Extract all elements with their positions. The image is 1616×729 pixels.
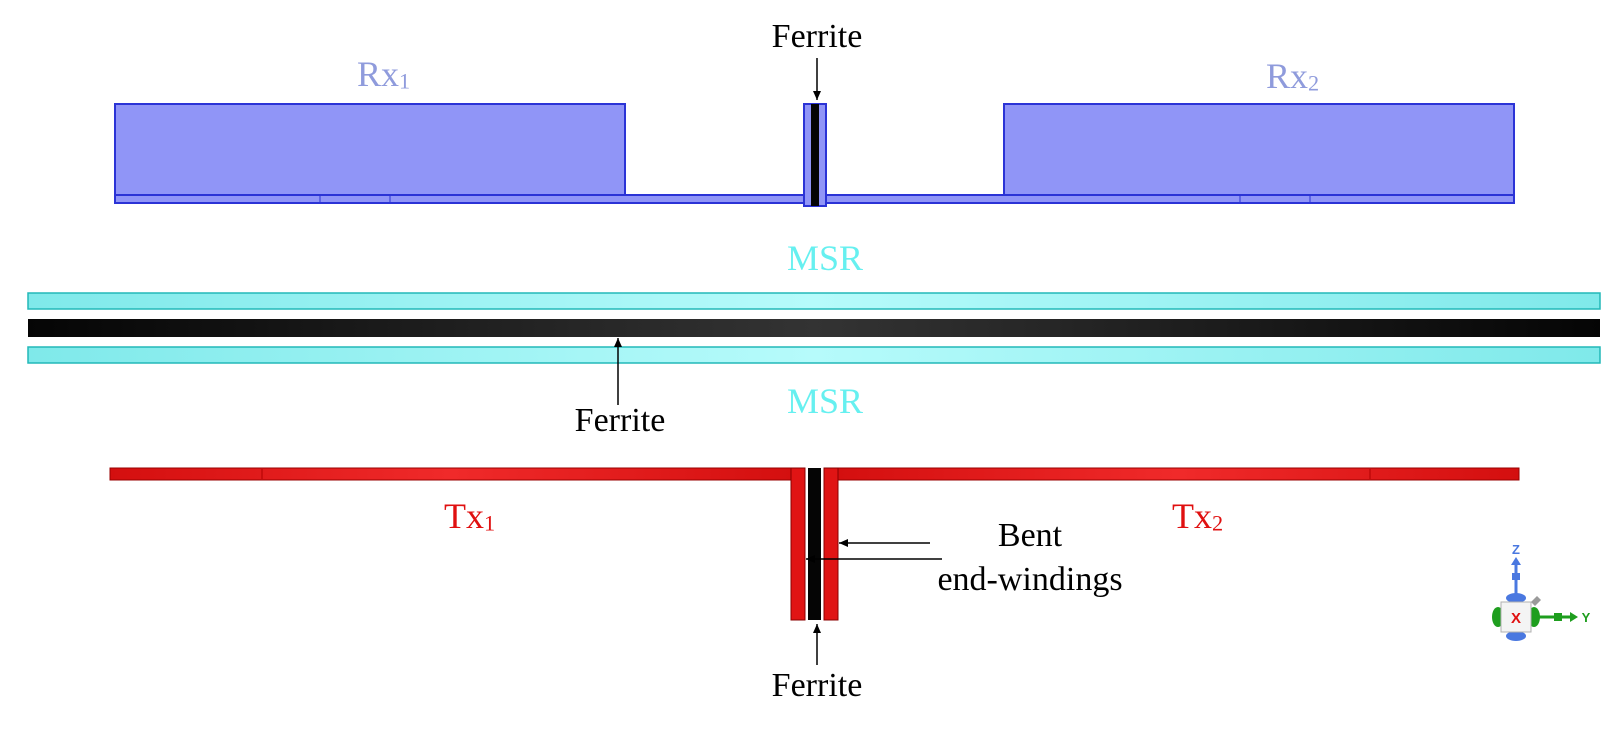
z-axis-label: Z xyxy=(1512,542,1520,557)
msr-bottom-label: MSR xyxy=(786,381,864,421)
rx1-coil xyxy=(114,103,816,204)
tx-ferrite-bar xyxy=(808,468,821,620)
tx-coils xyxy=(109,467,1520,621)
z-axis-arrowhead xyxy=(1511,557,1521,565)
z-axis-rotate-top-handle[interactable] xyxy=(1506,593,1526,603)
tx1-label-sub: 1 xyxy=(484,510,496,536)
x-axis-label: X xyxy=(1511,610,1521,627)
y-axis-label: Y xyxy=(1582,610,1591,625)
rx2-label-sub: 2 xyxy=(1308,70,1320,96)
tx1-label: Tx1 xyxy=(444,498,495,535)
rx2-label: Rx2 xyxy=(1266,58,1319,95)
bent-end-windings-label-line1: Bent xyxy=(997,517,1063,554)
view-cube-face[interactable] xyxy=(1500,601,1532,633)
tx2-label: Tx2 xyxy=(1172,498,1223,535)
rx1-label: Rx1 xyxy=(357,56,410,93)
axis-triad: X Z Y xyxy=(1492,542,1591,641)
msr-plate-top xyxy=(27,292,1601,310)
rx2-base-plate xyxy=(821,194,1515,204)
tx1-bent-end-winding xyxy=(790,467,806,621)
z-axis-marker xyxy=(1512,573,1520,580)
tx1-winding-plate xyxy=(109,467,792,481)
ferrite-plate xyxy=(28,319,1600,337)
tx2-label-base: Tx xyxy=(1172,496,1212,536)
rx2-winding-block xyxy=(1003,103,1515,198)
bent-end-windings-label-line2: end-windings xyxy=(937,561,1123,598)
tx2-bent-end-winding xyxy=(823,467,839,621)
tx1-label-base: Tx xyxy=(444,496,484,536)
ferrite-middle-label: Ferrite xyxy=(574,402,666,439)
y-axis-marker xyxy=(1554,613,1562,621)
ferrite-top-label: Ferrite xyxy=(771,18,863,55)
tx2-winding-plate xyxy=(837,467,1520,481)
ferrite-bottom-label: Ferrite xyxy=(771,667,863,704)
tx2-label-sub: 2 xyxy=(1212,510,1224,536)
rx1-base-plate xyxy=(114,194,816,204)
rx-ferrite-bar xyxy=(811,104,819,206)
y-axis-arrowhead xyxy=(1570,612,1578,622)
msr-plate-bottom xyxy=(27,346,1601,364)
z-axis-rotate-bottom-handle[interactable] xyxy=(1506,631,1526,641)
rx-center-end-winding xyxy=(803,103,827,207)
view-cube-corner[interactable] xyxy=(1531,596,1541,606)
rx1-winding-block xyxy=(114,103,626,198)
rx1-label-sub: 1 xyxy=(399,68,411,94)
rx1-label-base: Rx xyxy=(357,54,400,94)
msr-top-label: MSR xyxy=(786,238,864,278)
rx2-label-base: Rx xyxy=(1266,56,1309,96)
rx2-coil xyxy=(821,103,1515,204)
